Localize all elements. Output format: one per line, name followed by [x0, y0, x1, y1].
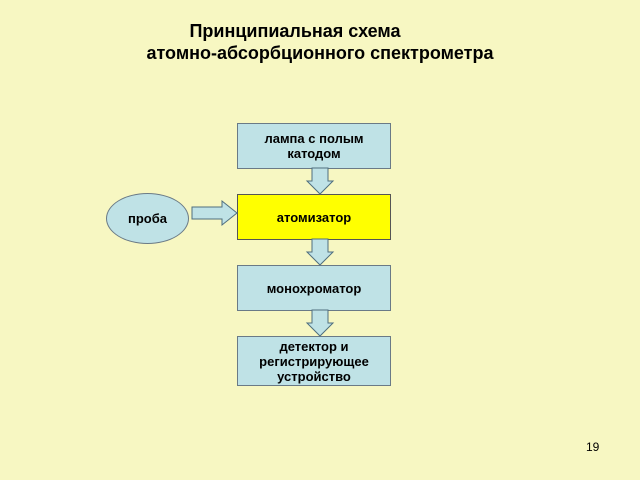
monochromator-label: монохроматор	[266, 280, 362, 296]
atomizer-label: атомизатор	[276, 209, 352, 225]
monochromator-box: монохроматор	[237, 265, 391, 311]
page-number: 19	[586, 440, 600, 454]
arrow-lamp-to-atomizer	[305, 167, 335, 195]
probe-label: проба	[128, 211, 167, 226]
arrow-monochromator-to-detector	[305, 309, 335, 337]
probe-ellipse: проба	[106, 193, 189, 244]
slide-title: Принципиальная схема атомно-абсорбционно…	[0, 20, 640, 64]
lamp-box: лампа с полым катодом	[237, 123, 391, 169]
title-line-1: Принципиальная схема	[189, 21, 401, 41]
atomizer-box: атомизатор	[237, 194, 391, 240]
title-line-2: атомно-абсорбционного спектрометра	[146, 43, 494, 63]
lamp-label: лампа с полым катодом	[264, 131, 364, 161]
arrow-atomizer-to-monochromator	[305, 238, 335, 266]
arrow-probe-to-atomizer	[191, 199, 238, 227]
detector-box: детектор и регистрирующее устройство	[237, 336, 391, 386]
detector-label: детектор и регистрирующее устройство	[259, 338, 369, 384]
